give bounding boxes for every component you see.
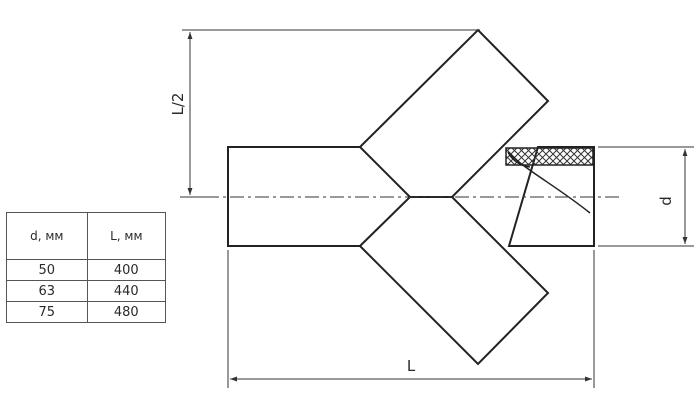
table-row: 75 480 [6,301,167,323]
table-cell-l: 440 [86,280,167,302]
table-cell-d: 75 [6,301,88,323]
table-cell-d: 50 [6,259,88,281]
table-header-l: L, мм [86,212,167,260]
socket-end [507,146,595,247]
table-row: 50 400 [6,259,167,281]
seal-ring-hatch [505,147,594,166]
table-cell-l: 400 [86,259,167,281]
dimension-half-length: L/2 [169,29,480,198]
dim-length-label: L [407,357,416,375]
spec-table: d, мм L, мм 50 400 63 440 75 480 [6,212,167,323]
table-header-d: d, мм [6,212,88,260]
seal-ring-profile [507,151,591,214]
table-header-row: d, мм L, мм [6,212,167,260]
table-cell-l: 480 [86,301,167,323]
dimension-length: L [227,250,595,388]
table-row: 63 440 [6,280,167,302]
fitting-outline [227,28,550,366]
dimension-diameter: d [598,146,694,247]
seal-ring-lip [507,151,531,168]
dim-half-length-label: L/2 [169,93,187,116]
dim-diameter-label: d [657,196,675,206]
table-cell-d: 63 [6,280,88,302]
